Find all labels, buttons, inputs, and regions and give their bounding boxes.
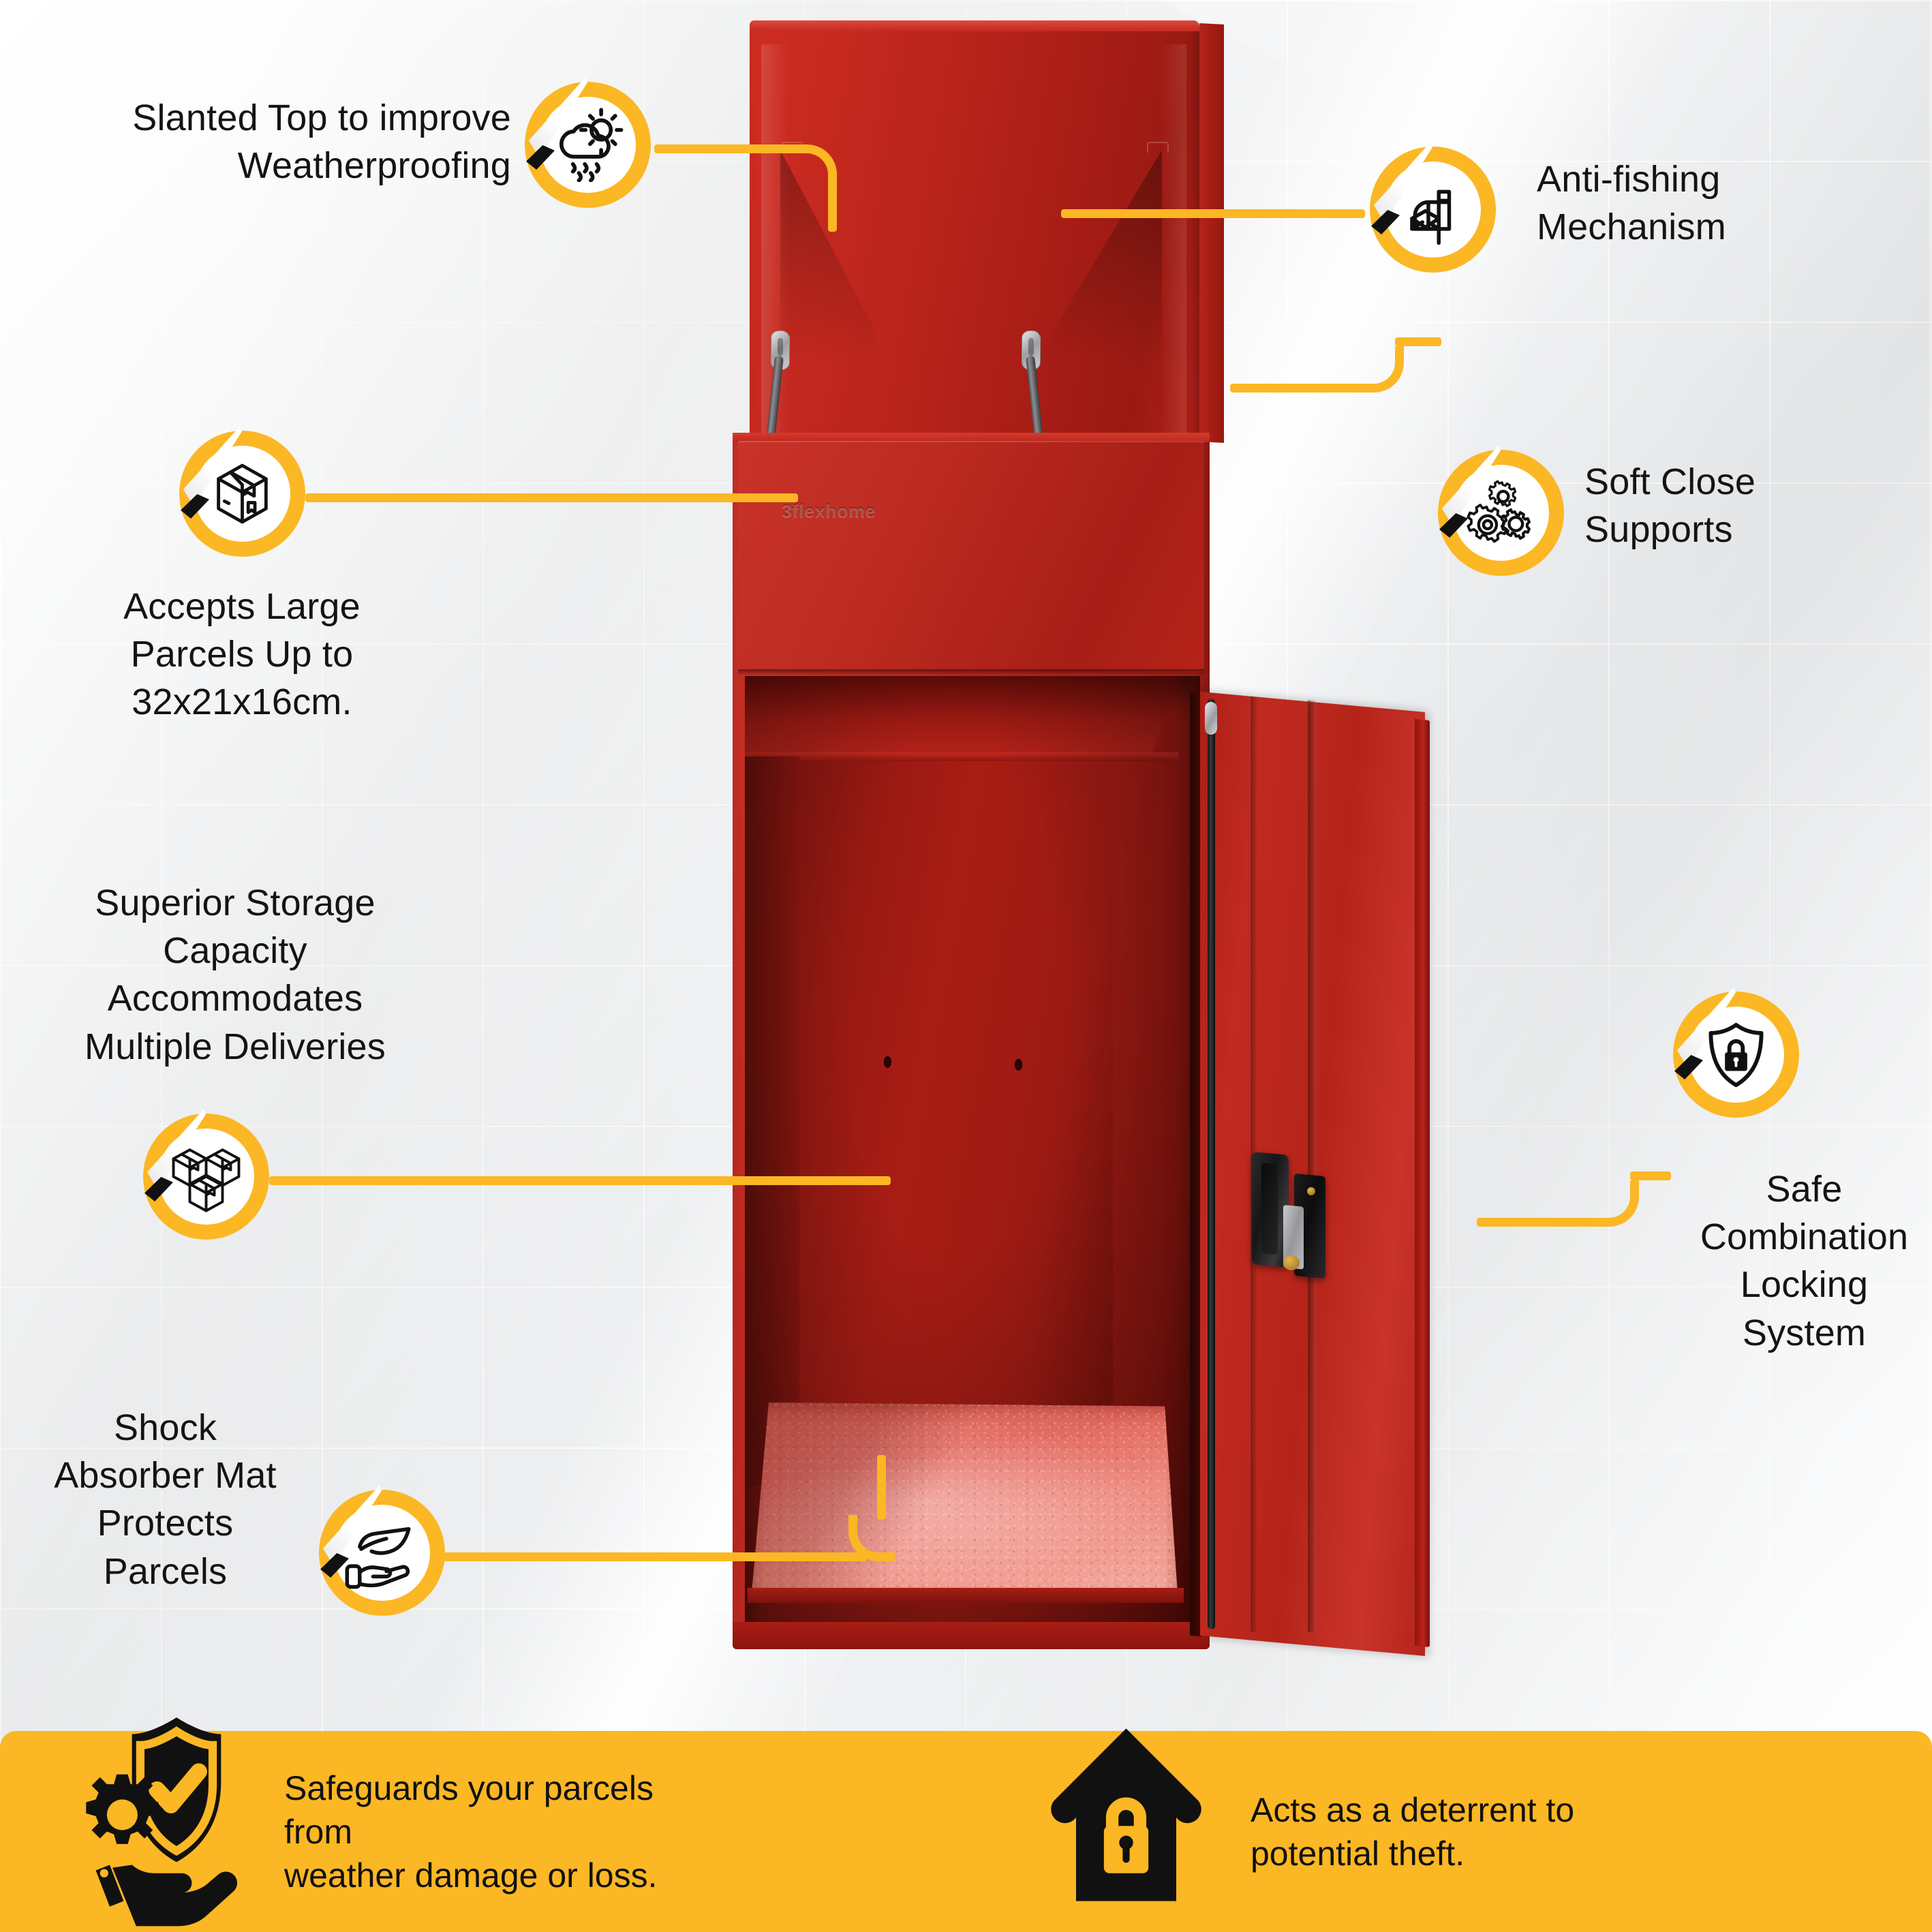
- interior-shelf-lip: [745, 752, 1178, 761]
- mailbox-icon: [1410, 189, 1452, 245]
- product-lid: [750, 20, 1199, 446]
- label-storage-capacity: Superior Storage Capacity Accommodates M…: [85, 883, 386, 1067]
- lock-screw: [1307, 1187, 1315, 1195]
- footer-banner: Safeguards your parcels from weather dam…: [0, 1717, 1932, 1932]
- parcel-drop-flap-seam: [738, 669, 1204, 675]
- door-hinge-pin: [1205, 702, 1217, 735]
- product-lid-notch-right: [1147, 142, 1169, 153]
- connector-lock-h2: [1630, 1171, 1671, 1180]
- banner-text-weather-protection: Safeguards your parcels from weather dam…: [284, 1768, 658, 1895]
- brand-emboss: 3flexhome: [782, 501, 876, 521]
- banner-item-weather-protection: Safeguards your parcels from weather dam…: [76, 1717, 720, 1932]
- product-lid-right-fold: [1161, 44, 1186, 436]
- label-large-parcels: Accepts Large Parcels Up to 32x21x16cm.: [123, 586, 361, 723]
- parcel-drop-flap: [738, 441, 1204, 673]
- badge-anti-fishing: [1370, 142, 1496, 273]
- shock-absorber-mat: [752, 1402, 1178, 1593]
- shield-check-gear-hand-glyph: [86, 1717, 238, 1927]
- product-base-rim: [733, 1622, 1210, 1649]
- door-rib-outer: [1308, 700, 1317, 1634]
- house-lock-glyph: [1051, 1728, 1201, 1901]
- multi-box-icon: [172, 1148, 241, 1212]
- interior-left-wall: [745, 756, 799, 1486]
- shock-absorber-mat-texture: [752, 1402, 1178, 1593]
- connector-softclose-h1: [1230, 384, 1366, 393]
- label-weatherproof: Slanted Top to improve Weatherproofing: [132, 97, 511, 187]
- shield-check-gear-hand-icon: [76, 1717, 243, 1927]
- banner-text-theft-deterrent: Acts as a deterrent to potential theft.: [1251, 1790, 1575, 1873]
- connector-shock-h: [402, 1552, 867, 1561]
- door-hinge-rod: [1208, 699, 1215, 1630]
- product-body-top-edge: [733, 433, 1210, 442]
- shock-absorber-mat-shadow: [752, 1402, 1178, 1593]
- interior-mount-hole-right: [1015, 1059, 1022, 1071]
- connector-storage-h: [269, 1176, 891, 1185]
- label-soft-close: Soft Close Supports: [1584, 461, 1756, 551]
- badge-combination-lock: [1673, 987, 1799, 1118]
- label-shock-absorber: Shock Absorber Mat Protects Parcels: [54, 1407, 277, 1592]
- sun-cloud-rain-icon: [559, 108, 624, 182]
- single-box-icon: [217, 463, 268, 524]
- badge-weatherproof: [525, 78, 651, 208]
- lock-cam-nut: [1283, 1255, 1300, 1270]
- badge-storage-capacity: [143, 1109, 269, 1240]
- interior-back-panel: [798, 761, 1113, 1484]
- badge-shock-absorber: [319, 1486, 445, 1616]
- connector-softclose-h2: [1395, 337, 1441, 346]
- interior-anti-fishing-shelf: [745, 676, 1181, 756]
- badge-soft-close: [1438, 446, 1564, 576]
- label-combination-lock: Safe Combination Locking System: [1700, 1169, 1909, 1353]
- label-anti-fishing: Anti-fishing Mechanism: [1537, 159, 1726, 248]
- connector-antifishing-h: [1061, 209, 1365, 218]
- badge-large-parcels: [179, 427, 305, 557]
- door-outer-edge: [1415, 719, 1430, 1648]
- gears-icon: [1467, 480, 1531, 543]
- connector-weatherproof-h: [654, 144, 808, 153]
- product-lid-right-face: [1199, 23, 1224, 443]
- connector-largeparcels-h: [305, 493, 798, 502]
- connector-weatherproof-v: [828, 170, 837, 232]
- interior-mount-hole-left: [884, 1056, 891, 1068]
- hand-leaf-icon: [345, 1527, 411, 1589]
- product-lid-top-edge: [750, 20, 1199, 31]
- product-photo: 3flexhome: [733, 20, 1506, 1657]
- door-handle-grip[interactable]: [1261, 1163, 1278, 1255]
- connector-lock-h1: [1477, 1218, 1601, 1227]
- banner-item-theft-deterrent: Acts as a deterrent to potential theft.: [1043, 1728, 1575, 1932]
- shield-lock-icon: [1708, 1022, 1764, 1088]
- connector-shock-v: [877, 1455, 886, 1520]
- interior-floor: [748, 1588, 1184, 1603]
- house-lock-icon: [1043, 1728, 1210, 1915]
